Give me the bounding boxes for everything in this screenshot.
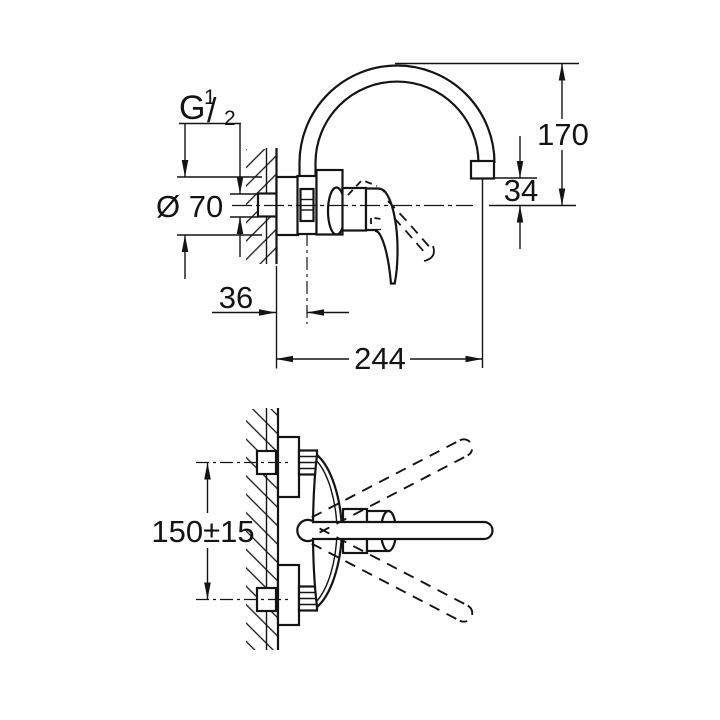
swivel-end-cap-upper <box>459 438 474 457</box>
dim-34-label: 34 <box>504 173 538 208</box>
thread-label-letter: G <box>179 89 205 127</box>
swivel-end-cap-lower <box>459 604 474 623</box>
riser-collar <box>296 518 315 543</box>
dim-150-label: 150±15 <box>151 514 254 549</box>
dimension-escutcheon-diameter: Ø 70 <box>156 123 262 279</box>
aerator <box>469 159 496 368</box>
dimension-spout-height-170: 170 <box>395 62 589 207</box>
dimension-outlet-drop-34: 34 <box>494 136 538 249</box>
spout-arc <box>298 64 496 176</box>
dimension-thread-g-half: G 1 / 2 <box>179 86 258 257</box>
thread-label-slash: / <box>207 92 217 130</box>
diameter-70-label: Ø 70 <box>156 189 223 224</box>
centerlines-side <box>232 204 473 324</box>
dimension-inlet-spacing-150: 150±15 <box>151 462 255 600</box>
spout-swivel-range-dashed <box>311 438 474 623</box>
dim-36-label: 36 <box>219 280 253 315</box>
dim-244-label: 244 <box>354 341 406 376</box>
dimension-spout-reach-244: 244 <box>276 341 483 376</box>
escutcheon-lower <box>276 563 301 627</box>
thread-label-numerator: 1 <box>204 86 216 109</box>
plan-view: 150±15 <box>151 408 494 650</box>
cartridge-housing <box>341 186 368 232</box>
dimension-wall-to-axis-36: 36 <box>212 266 349 369</box>
escutcheon-upper <box>276 435 301 499</box>
side-view: G 1 / 2 Ø 70 36 <box>156 62 589 376</box>
spout-tube-plan <box>294 518 494 543</box>
faucet-body-side <box>315 168 387 236</box>
dim-170-label: 170 <box>537 117 589 152</box>
centerlines-plan <box>196 461 292 601</box>
inlet-upper <box>255 435 319 499</box>
lever-handle <box>374 189 399 285</box>
thread-label-denominator: 2 <box>224 107 236 130</box>
